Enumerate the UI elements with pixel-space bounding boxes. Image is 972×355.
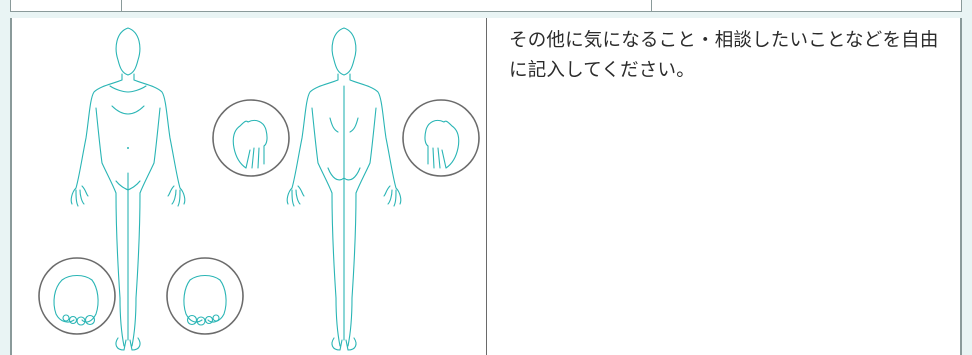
back-left-hand — [383, 185, 402, 207]
free-note-area[interactable]: その他に気になること・相談したいことなどを自由に記入してください。 — [487, 18, 960, 355]
front-body-outline — [75, 73, 181, 347]
back-body-outline — [291, 73, 397, 347]
right-toe-1 — [62, 314, 70, 322]
cell-divider — [121, 0, 122, 12]
body-diagram — [38, 27, 480, 351]
body-map-section: その他に気になること・相談したいことなどを自由に記入してください。 — [10, 18, 962, 355]
front-left-hand — [167, 185, 186, 207]
right-palm-icon — [232, 119, 268, 169]
left-palm-circle — [402, 99, 480, 177]
front-body-figure — [70, 27, 186, 351]
left-toe-1 — [186, 314, 198, 326]
body-diagram-area[interactable] — [12, 18, 486, 355]
back-head-outline — [331, 27, 357, 76]
back-right-hand — [286, 185, 305, 207]
right-toe-4 — [84, 314, 96, 326]
right-toe-2 — [68, 315, 78, 325]
back-feet — [331, 337, 357, 351]
navel — [127, 147, 129, 149]
right-toe-3 — [76, 316, 86, 326]
cell-divider — [651, 0, 652, 12]
left-palm-inset — [402, 99, 480, 177]
right-palm-circle — [212, 99, 290, 177]
front-head-outline — [115, 27, 141, 76]
front-right-hand — [70, 185, 89, 207]
left-toe-4 — [212, 314, 220, 322]
left-toe-3 — [204, 315, 214, 325]
right-foot-inset — [38, 257, 116, 335]
front-feet — [115, 337, 141, 351]
right-palm-inset — [212, 99, 290, 177]
left-toe-2 — [196, 316, 206, 326]
cell-divider — [486, 18, 487, 355]
back-body-figure — [286, 27, 402, 351]
free-note-prompt: その他に気になること・相談したいことなどを自由に記入してください。 — [509, 30, 939, 81]
left-palm-icon — [424, 119, 460, 169]
previous-row-edge — [10, 0, 962, 12]
left-foot-inset — [166, 257, 244, 335]
